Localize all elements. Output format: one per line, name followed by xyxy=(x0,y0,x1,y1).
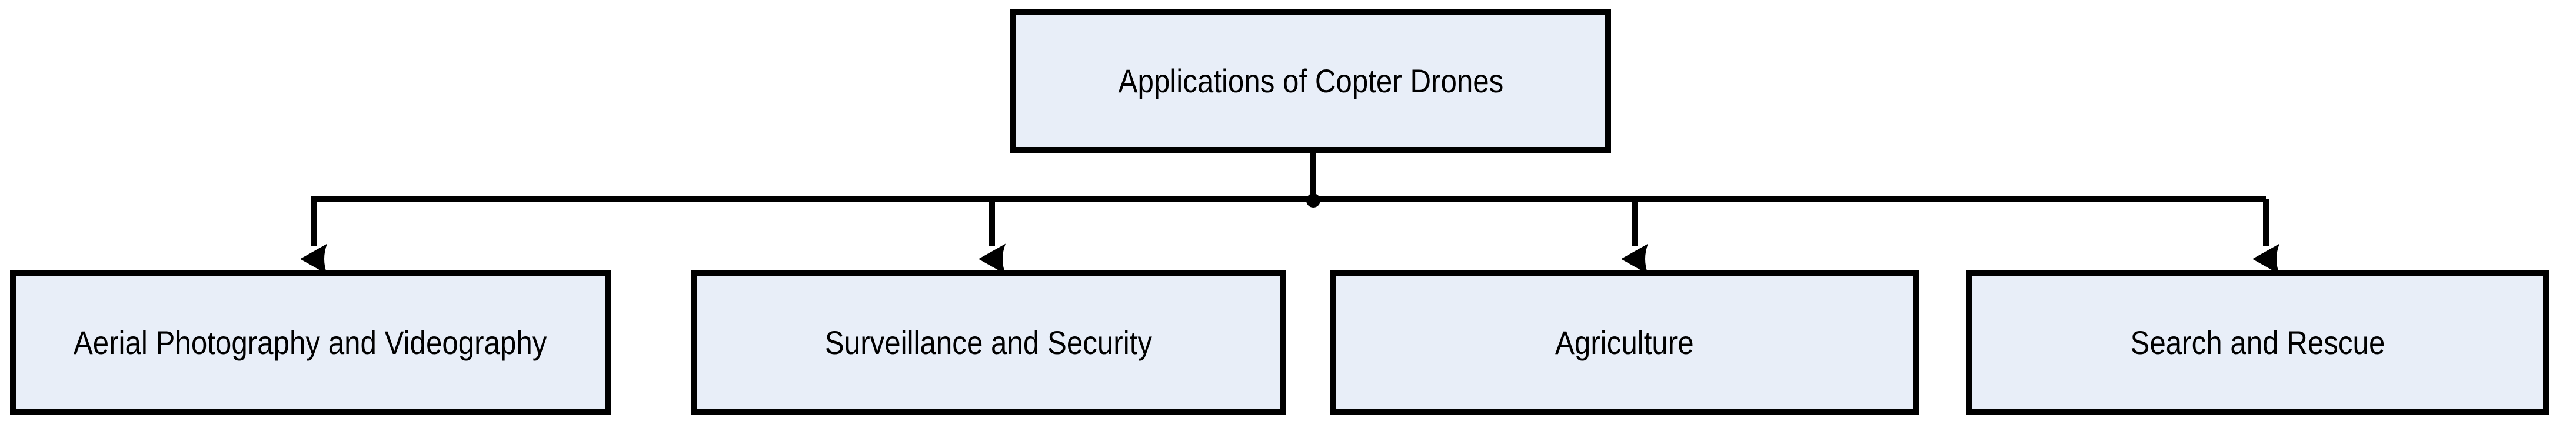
node-root-applications-of-copter-drones[interactable]: Applications of Copter Drones xyxy=(1010,9,1611,153)
node-child-0-label: Aerial Photography and Videography xyxy=(74,324,547,362)
node-child-search-and-rescue[interactable]: Search and Rescue xyxy=(1966,270,2549,415)
node-child-1-label: Surveillance and Security xyxy=(824,324,1153,362)
node-child-agriculture[interactable]: Agriculture xyxy=(1330,270,1919,415)
node-child-aerial-photography-and-videography[interactable]: Aerial Photography and Videography xyxy=(10,270,611,415)
node-child-3-label: Search and Rescue xyxy=(2130,324,2385,362)
node-root-label: Applications of Copter Drones xyxy=(1118,62,1503,99)
node-child-surveillance-and-security[interactable]: Surveillance and Security xyxy=(691,270,1286,415)
node-child-2-label: Agriculture xyxy=(1555,324,1694,362)
